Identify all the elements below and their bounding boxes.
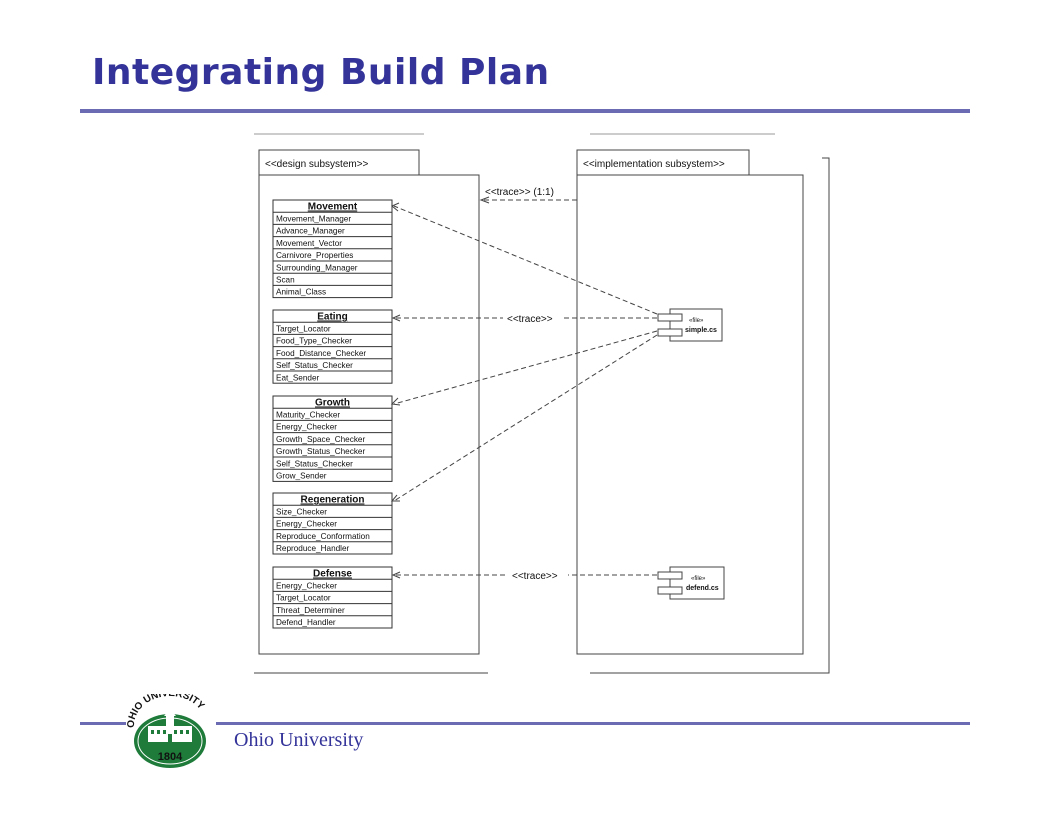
class-box-regeneration: RegenerationSize_CheckerEnergy_CheckerRe… xyxy=(272,492,393,555)
class-member: Maturity_Checker xyxy=(276,411,340,420)
class-member: Grow_Sender xyxy=(276,472,327,481)
class-member: Eat_Sender xyxy=(276,373,320,382)
design-subsystem-label: <<design subsystem>> xyxy=(265,159,369,170)
class-member: Defend_Handler xyxy=(276,618,336,627)
class-name: Growth xyxy=(315,398,350,409)
class-member: Size_Checker xyxy=(276,508,327,517)
file-defend-stereotype: «file» xyxy=(691,576,706,582)
trace-mid-label: <<trace>> xyxy=(507,314,553,325)
class-member: Reproduce_Handler xyxy=(276,544,350,553)
class-box-growth: GrowthMaturity_CheckerEnergy_CheckerGrow… xyxy=(272,395,393,482)
class-member: Surrounding_Manager xyxy=(276,263,358,272)
class-member: Animal_Class xyxy=(276,288,326,297)
class-member: Energy_Checker xyxy=(276,423,337,432)
footer-rule-right xyxy=(216,722,970,725)
trace-top-label: <<trace>> (1:1) xyxy=(485,187,554,198)
file-simple-stereotype: «file» xyxy=(689,318,704,324)
class-member: Growth_Status_Checker xyxy=(276,447,365,456)
class-name: Regeneration xyxy=(301,495,365,506)
class-name: Eating xyxy=(317,312,348,323)
class-member: Self_Status_Checker xyxy=(276,361,353,370)
class-box-defense: DefenseEnergy_CheckerTarget_LocatorThrea… xyxy=(272,566,393,629)
footer-text: Ohio University xyxy=(234,729,364,751)
footer-rule-left xyxy=(80,722,126,725)
file-defend-name: defend.cs xyxy=(686,585,719,592)
class-member: Movement_Vector xyxy=(276,239,342,248)
class-member: Food_Distance_Checker xyxy=(276,349,366,358)
implementation-subsystem-label: <<implementation subsystem>> xyxy=(583,159,725,170)
class-member: Advance_Manager xyxy=(276,227,345,236)
class-member: Self_Status_Checker xyxy=(276,459,353,468)
slide-title: Integrating Build Plan xyxy=(92,52,550,93)
class-member: Energy_Checker xyxy=(276,582,337,591)
class-member: Reproduce_Conformation xyxy=(276,532,370,541)
file-simple-cs: «file» simple.cs xyxy=(657,308,723,342)
class-box-eating: EatingTarget_LocatorFood_Type_CheckerFoo… xyxy=(272,309,393,384)
file-defend-cs: «file» defend.cs xyxy=(657,566,725,600)
title-rule xyxy=(80,109,970,113)
class-name: Movement xyxy=(308,202,358,213)
class-member: Threat_Determiner xyxy=(276,606,345,615)
class-member: Movement_Manager xyxy=(276,215,351,224)
file-simple-name: simple.cs xyxy=(685,327,717,334)
class-member: Target_Locator xyxy=(276,325,331,334)
class-member: Scan xyxy=(276,276,295,285)
seal-year: 1804 xyxy=(158,751,183,763)
trace-simple-growth xyxy=(393,330,658,405)
class-member: Carnivore_Properties xyxy=(276,251,353,260)
class-member: Energy_Checker xyxy=(276,520,337,529)
ohio-university-seal-logo: OHIO UNIVERSITY 1804 xyxy=(126,694,207,768)
class-box-movement: MovementMovement_ManagerAdvance_ManagerM… xyxy=(272,199,393,299)
class-name: Defense xyxy=(313,569,352,580)
class-member: Growth_Space_Checker xyxy=(276,435,365,444)
trace-simple-regeneration xyxy=(393,334,658,502)
class-member: Food_Type_Checker xyxy=(276,337,352,346)
class-member: Target_Locator xyxy=(276,594,331,603)
trace-simple-movement xyxy=(393,205,658,315)
trace-bottom-label: <<trace>> xyxy=(512,571,558,582)
